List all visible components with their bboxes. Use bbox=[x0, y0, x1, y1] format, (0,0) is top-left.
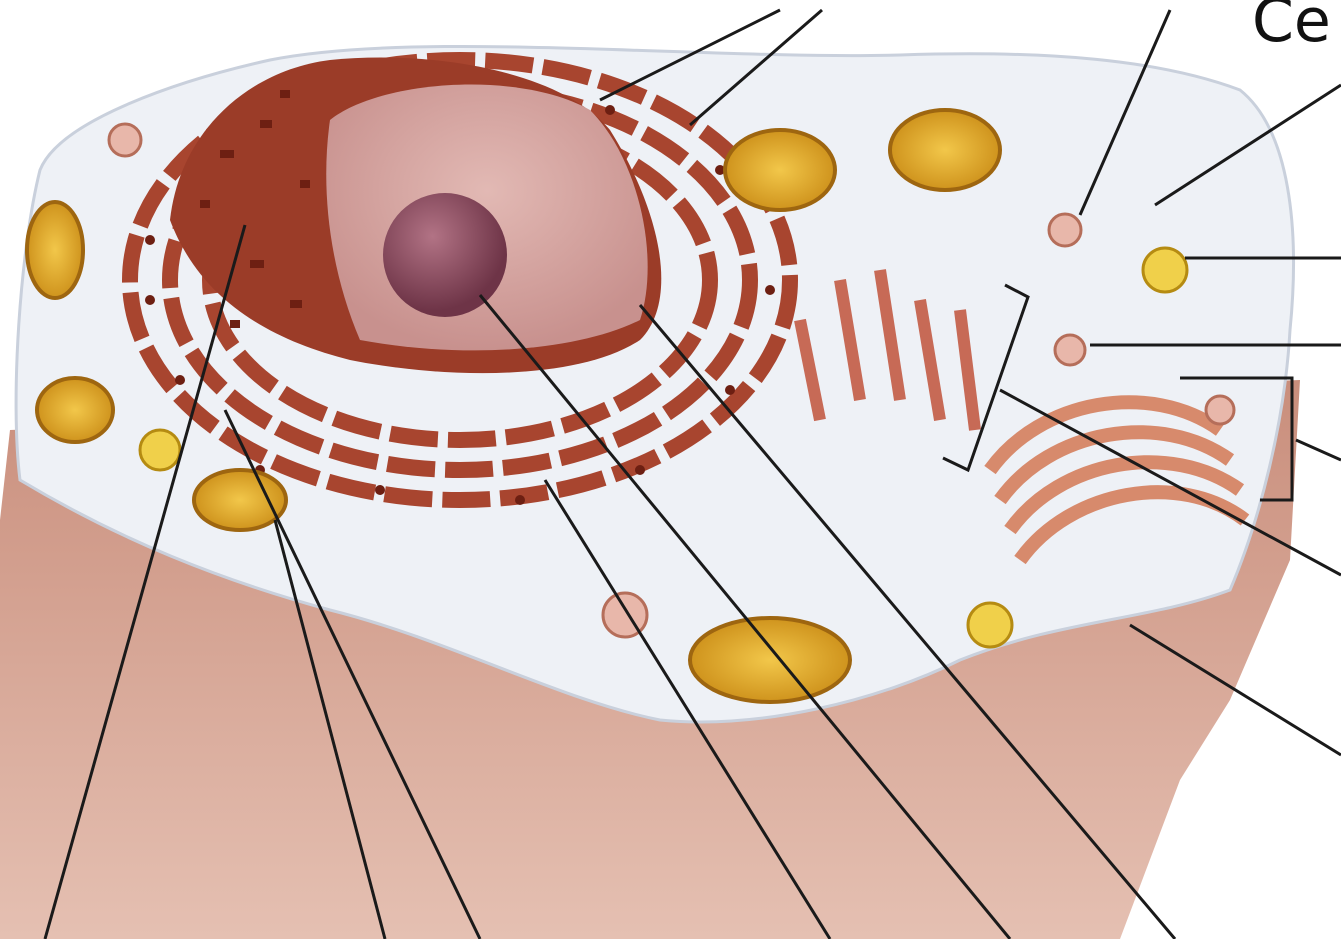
nucleolus-icon bbox=[383, 193, 507, 317]
page-title: Ce bbox=[1252, 0, 1331, 56]
